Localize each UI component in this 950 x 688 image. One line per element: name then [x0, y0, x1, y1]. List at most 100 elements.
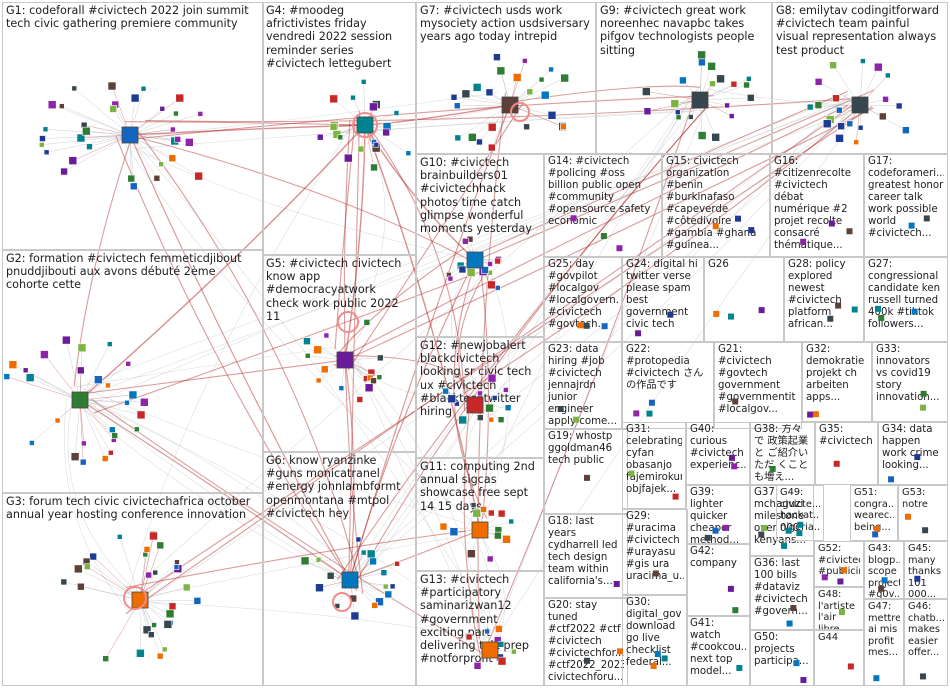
- cluster-panel-g39: G39: lighter quicker cheaper method...: [686, 485, 750, 544]
- edge: [63, 134, 131, 172]
- edge: [135, 111, 695, 149]
- edge: [6, 376, 81, 401]
- cluster-label-g51: G51: congra... wearec... being...: [854, 487, 894, 533]
- cluster-label-g17: G17: codeforameri... greatest honor care…: [868, 156, 944, 240]
- edge: [451, 263, 488, 391]
- cluster-panel-g47: G47: mettre ai mis profit mes...: [864, 599, 904, 686]
- edge: [479, 94, 697, 663]
- edge: [72, 134, 131, 161]
- cluster-panel-g19: G19: whostp ggoldman46 tech public: [544, 429, 628, 514]
- cluster-panel-g34: G34: data happen work crime looking...: [878, 422, 948, 485]
- cluster-label-g1: G1: codeforall #civictech 2022 join summ…: [6, 4, 249, 31]
- cluster-panel-g45: G45: many thanks 101 000...: [904, 541, 948, 599]
- edge: [458, 264, 491, 405]
- cluster-label-g12: G12: #newjobalert blackcivictech looking…: [420, 339, 532, 419]
- cluster-panel-g20: G20: stay tuned #ctf2022 #ctf #civictech…: [544, 598, 628, 686]
- cluster-panel-g49: G49: civicte... hackat... nigeria...: [776, 485, 824, 541]
- edge: [42, 134, 131, 139]
- cluster-panel-g3: G3: forum tech civic civictechafrica oct…: [2, 493, 264, 686]
- cluster-label-g41: G41: watch #cookcou... next top model...: [690, 618, 746, 678]
- edge: [343, 105, 848, 357]
- edge: [334, 248, 465, 358]
- cluster-panel-g21: G21: #civictech #govtech government #gov…: [714, 342, 802, 429]
- edge: [137, 136, 471, 261]
- edge: [463, 113, 852, 395]
- edge: [712, 89, 851, 106]
- cluster-label-g47: G47: mettre ai mis profit mes...: [868, 601, 900, 659]
- edge: [349, 529, 481, 581]
- edge: [79, 399, 351, 581]
- edge: [344, 359, 355, 581]
- edge: [340, 354, 468, 392]
- cluster-panel-g46: G46: chatb... makes easier offer...: [904, 599, 948, 686]
- edge: [486, 88, 698, 411]
- edge: [126, 530, 466, 588]
- cluster-label-g43: G43: blogp... scope project #g0v...: [868, 543, 900, 599]
- cluster-label-g40: G40: curious #civictech experienc...: [690, 424, 746, 472]
- cluster-panel-g43: G43: blogp... scope project #g0v...: [864, 541, 904, 599]
- edge: [74, 88, 131, 136]
- edge: [129, 134, 351, 581]
- cluster-panel-g52: G52: #civictech #publicint...: [814, 541, 864, 587]
- edge: [347, 101, 525, 371]
- edge: [370, 129, 466, 412]
- cluster-panel-g6: G6: know ryanzinke #guns monicatranel #e…: [262, 452, 416, 686]
- edge: [460, 96, 856, 255]
- cluster-panel-g50: G50: projects participa...: [750, 630, 814, 686]
- cluster-label-g20: G20: stay tuned #ctf2022 #ctf #civictech…: [548, 600, 624, 684]
- edge: [128, 87, 700, 593]
- cluster-panel-g15: G15: civictech organization #benin #burk…: [662, 154, 770, 257]
- edge: [94, 113, 847, 394]
- edge: [466, 90, 848, 260]
- cluster-label-g15: G15: civictech organization #benin #burk…: [666, 156, 757, 252]
- cluster-panel-g40: G40: curious #civictech experienc...: [686, 422, 750, 485]
- edge: [134, 126, 358, 575]
- cluster-panel-g53: G53: notre: [898, 485, 948, 541]
- cluster-panel-g17: G17: codeforameri... greatest honor care…: [864, 154, 948, 257]
- edge: [79, 97, 862, 388]
- edge: [128, 128, 351, 591]
- edge: [129, 134, 199, 177]
- edge: [139, 599, 198, 602]
- edge: [463, 413, 481, 656]
- cluster-label-g18: G18: last years cydharrell led tech desi…: [548, 516, 618, 588]
- edge: [372, 109, 708, 131]
- edge: [509, 77, 565, 106]
- edge: [124, 121, 358, 126]
- edge: [131, 146, 464, 258]
- cluster-label-g49: G49: civicte... hackat... nigeria...: [780, 487, 820, 533]
- edge: [646, 91, 701, 101]
- cluster-label-g25: G25: day #govpilot #localgov #localgover…: [548, 259, 618, 331]
- cluster-panel-g2: G2: formation #civictech femmeticdjibout…: [2, 250, 264, 493]
- cluster-panel-g16: G16: #citizenrecolte #civictech débat nu…: [770, 154, 864, 257]
- edge: [126, 95, 860, 614]
- cluster-panel-g30: G30: digital_gov download go live checkl…: [622, 595, 688, 686]
- cluster-label-g29: G29: #uracima #civictech #urayasu #gis u…: [626, 511, 684, 583]
- cluster-label-g44: G44: [818, 632, 839, 643]
- cluster-panel-g27: G27: congressional candidate ken russell…: [864, 257, 948, 342]
- cluster-panel-g12: G12: #newjobalert blackcivictech looking…: [416, 337, 544, 458]
- cluster-label-g27: G27: congressional candidate ken russell…: [868, 259, 941, 331]
- edge: [64, 397, 128, 610]
- cluster-panel-g44: G44: [814, 630, 864, 686]
- edge: [79, 394, 133, 401]
- cluster-label-g36: G36: last 100 bills #dataviz #civictech …: [754, 558, 808, 618]
- cluster-label-g50: G50: projects participa...: [754, 632, 809, 668]
- cluster-label-g8: G8: emilytav codingitforward #civictech …: [776, 4, 939, 57]
- cluster-panel-g42: G42: company: [686, 544, 750, 616]
- cluster-label-g28: G28: policy explored newest #civictech p…: [788, 259, 846, 331]
- cluster-label-g26: G26: [708, 259, 729, 270]
- cluster-panel-g25: G25: day #govpilot #localgov #localgover…: [544, 257, 622, 342]
- edge: [129, 113, 201, 136]
- cluster-label-g35: G35: #civictech: [819, 424, 873, 448]
- edge: [79, 399, 137, 430]
- cluster-label-g2: G2: formation #civictech femmeticdjibout…: [6, 252, 242, 292]
- cluster-label-g31: G31: celebrating cyfan obasanjo fajemiro…: [626, 424, 682, 496]
- cluster-panel-g13: G13: #civictech #participatory saminariz…: [416, 571, 544, 686]
- cluster-panel-g22: G22: #protopedia #civictech さんの作品です: [622, 342, 714, 429]
- cluster-panel-g7: G7: #civictech usds work mysociety actio…: [416, 2, 596, 154]
- edge: [79, 399, 84, 463]
- cluster-panel-g29: G29: #uracima #civictech #urayasu #gis u…: [622, 509, 688, 595]
- cluster-label-g11: G11: computing 2nd annual sigcas showcas…: [420, 460, 535, 513]
- cluster-panel-g36: G36: last 100 bills #dataviz #civictech …: [750, 556, 814, 630]
